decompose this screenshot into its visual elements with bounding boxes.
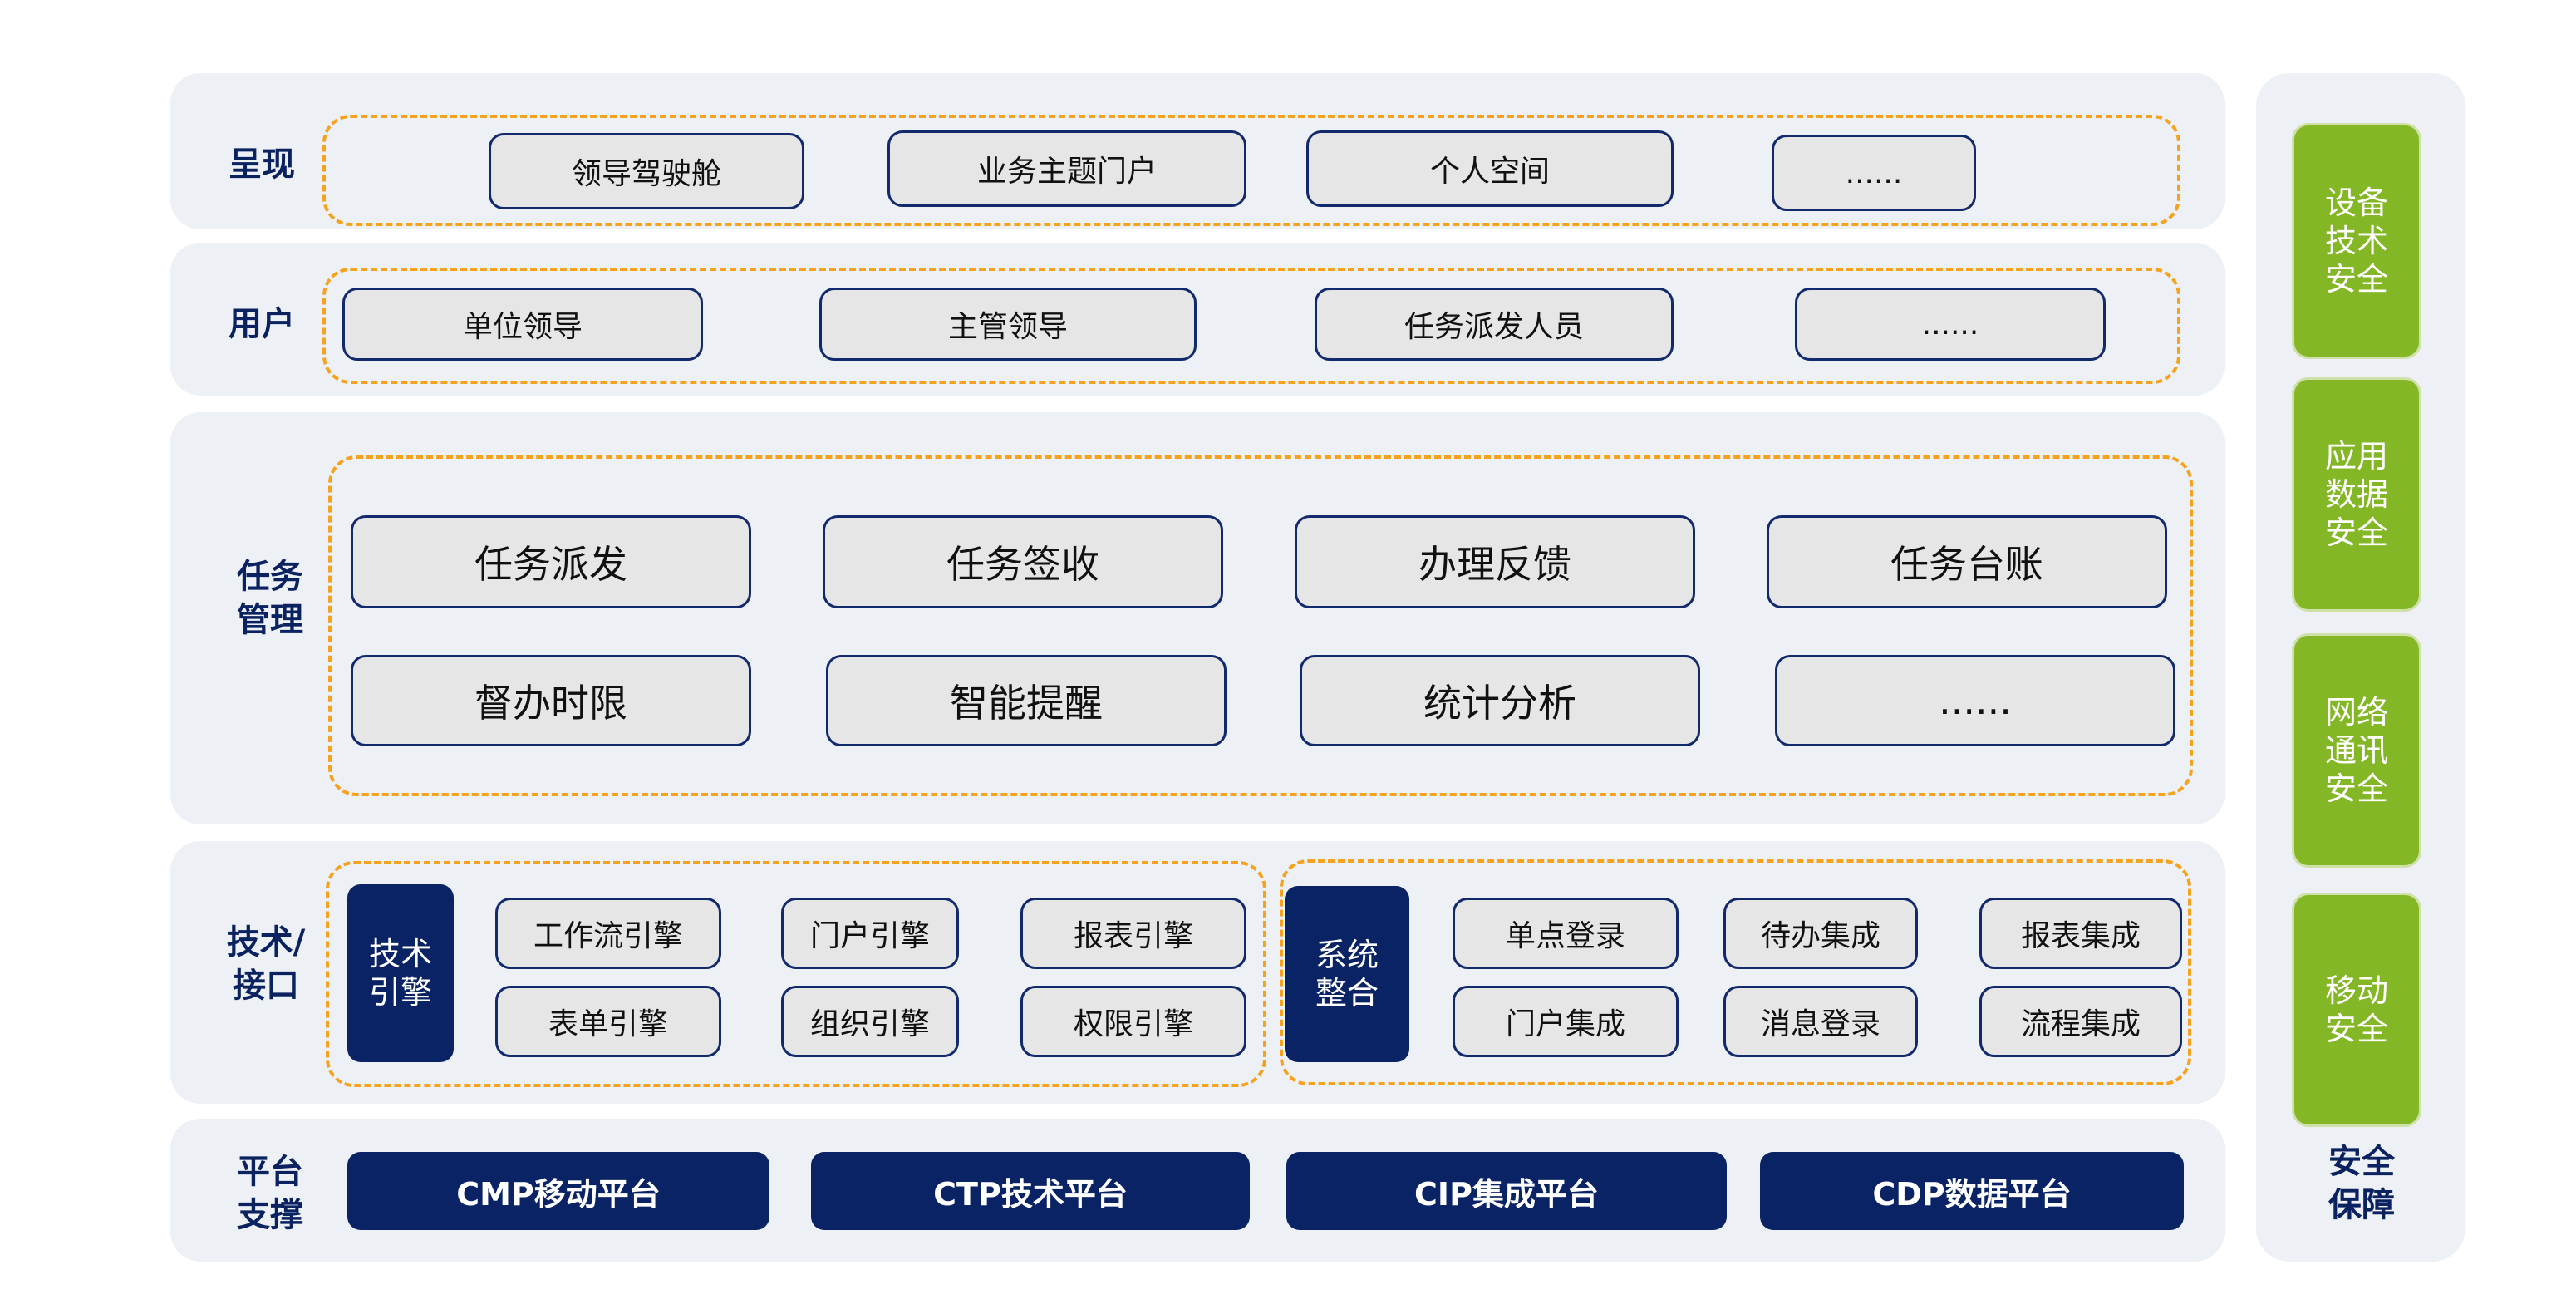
presentation-more-box: ...... xyxy=(1772,135,1976,211)
security-label: 安全 保障 xyxy=(2328,1143,2395,1224)
cdp-platform-box: CDP数据平台 xyxy=(1760,1152,2184,1230)
unit-leader-box: 单位领导 xyxy=(342,288,703,361)
task-management-label: 任务 管理 xyxy=(237,558,303,639)
single-sign-on-box: 单点登录 xyxy=(1453,898,1679,969)
portal-integration-box: 门户集成 xyxy=(1453,986,1679,1057)
mobile-security-box: 移动 安全 xyxy=(2292,893,2421,1127)
presentation-group xyxy=(322,115,2180,226)
task-dispatch-box: 任务派发 xyxy=(351,515,751,608)
system-integration-group xyxy=(1280,859,2191,1085)
report-engine-box: 报表引擎 xyxy=(1020,898,1246,969)
task-management-layer xyxy=(170,412,2225,824)
users-label: 用户 xyxy=(229,305,295,343)
task-more-box: ...... xyxy=(1775,655,2175,746)
personal-space-box: 个人空间 xyxy=(1306,130,1674,207)
system-integration-title: 系统 整合 xyxy=(1285,886,1409,1062)
task-dispatcher-box: 任务派发人员 xyxy=(1315,288,1674,361)
supervision-deadline-box: 督办时限 xyxy=(351,655,751,746)
cip-platform-box: CIP集成平台 xyxy=(1286,1152,1727,1230)
business-portal-box: 业务主题门户 xyxy=(887,130,1246,207)
users-group xyxy=(322,268,2180,384)
leader-cockpit-box: 领导驾驶舱 xyxy=(489,133,804,209)
device-tech-security-box: 设备 技术 安全 xyxy=(2292,123,2421,359)
report-integration-box: 报表集成 xyxy=(1979,898,2182,969)
handling-feedback-box: 办理反馈 xyxy=(1295,515,1695,608)
smart-reminder-box: 智能提醒 xyxy=(826,655,1227,746)
tech-engine-group xyxy=(326,861,1266,1087)
task-receipt-box: 任务签收 xyxy=(823,515,1223,608)
tech-engine-title: 技术 引擎 xyxy=(347,884,454,1062)
statistical-analysis-box: 统计分析 xyxy=(1300,655,1700,746)
cmp-platform-box: CMP移动平台 xyxy=(347,1152,769,1230)
users-more-box: ...... xyxy=(1795,288,2106,361)
form-engine-box: 表单引擎 xyxy=(495,986,721,1057)
task-management-group xyxy=(328,455,2193,796)
workflow-engine-box: 工作流引擎 xyxy=(495,898,721,969)
task-ledger-box: 任务台账 xyxy=(1767,515,2167,608)
supervisor-leader-box: 主管领导 xyxy=(819,288,1197,361)
tech-interface-label: 技术/ 接口 xyxy=(226,923,306,1005)
message-login-box: 消息登录 xyxy=(1723,986,1918,1057)
portal-engine-box: 门户引擎 xyxy=(781,898,959,969)
app-data-security-box: 应用 数据 安全 xyxy=(2292,377,2421,612)
platform-label: 平台 支撑 xyxy=(237,1153,303,1234)
todo-integration-box: 待办集成 xyxy=(1723,898,1918,969)
ctp-platform-box: CTP技术平台 xyxy=(811,1152,1250,1230)
network-comm-security-box: 网络 通讯 安全 xyxy=(2292,633,2421,868)
permission-engine-box: 权限引擎 xyxy=(1020,986,1246,1057)
tech-interface-layer xyxy=(170,841,2225,1104)
process-integration-box: 流程集成 xyxy=(1979,986,2182,1057)
organization-engine-box: 组织引擎 xyxy=(781,986,959,1057)
presentation-label: 呈现 xyxy=(229,145,295,184)
